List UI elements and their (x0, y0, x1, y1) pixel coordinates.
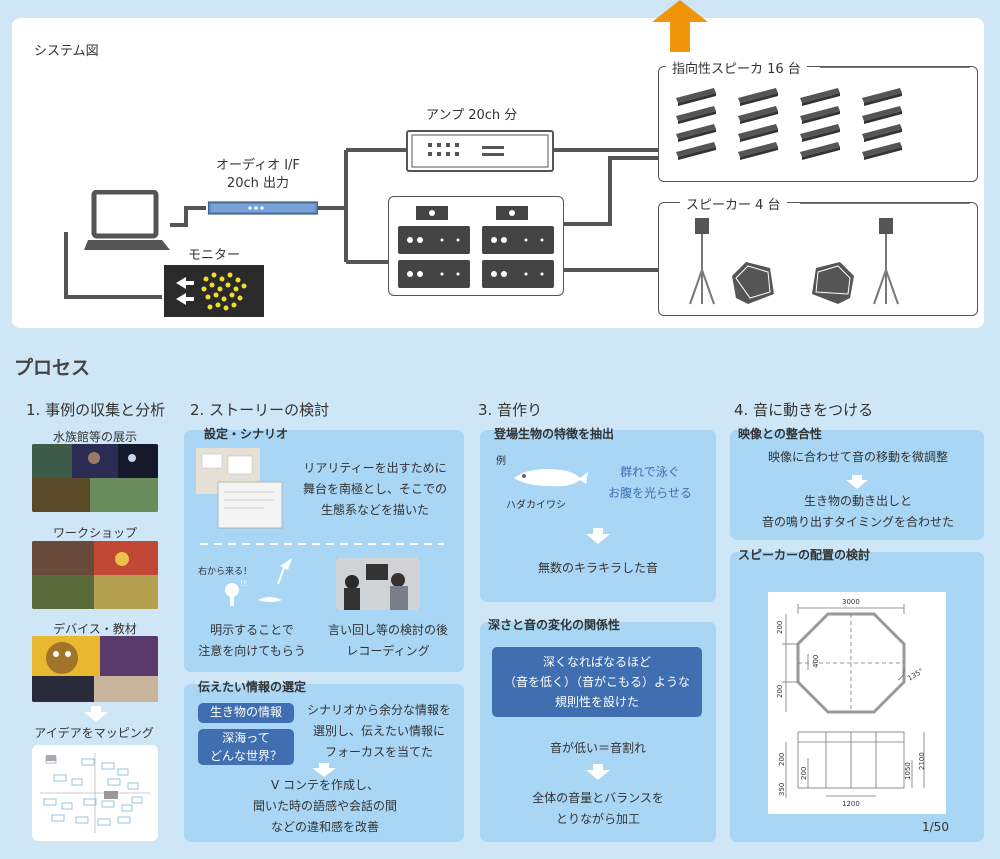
sync-line-1: 映像に合わせて音の移動を微調整 (767, 450, 948, 464)
step4-title: 4. 音に動きをつける (734, 401, 874, 419)
down-arrow-icon-3 (586, 528, 610, 544)
explicit-line-1: 明示することで (210, 623, 294, 637)
sync-card-title: 映像との整合性 (738, 427, 822, 441)
device-photo (32, 636, 158, 702)
fish-name: ハダカイワシ (506, 500, 566, 511)
audio-interface-icon (208, 201, 318, 215)
sync-line-3: 音の鳴り出すタイミングを合わせた (761, 515, 954, 529)
vconte-line-3: などの違和感を改善 (270, 820, 379, 834)
depth-box-line-2: （音を低く）（音がこもる）ような (503, 675, 690, 689)
amp-icon (406, 130, 554, 172)
from-right-label: 右から来る！ (198, 567, 253, 577)
recording-line-2: レコーディング (346, 644, 430, 658)
feature-card-title: 登場生物の特徴を抽出 (494, 427, 615, 441)
scenario-photo (196, 448, 283, 529)
step3-title: 3. 音作り (478, 401, 543, 419)
low-sound-text: 音が低い＝音割れ (549, 741, 646, 755)
down-arrow-icon-2 (312, 763, 336, 777)
scenario-line-3: 生態系などを描いた (320, 503, 429, 517)
process-heading: プロセス (14, 357, 91, 379)
monitor-label: モニター (188, 248, 241, 263)
system-title: システム図 (34, 44, 99, 59)
down-arrow-icon-4 (586, 764, 610, 780)
depth-card-title: 深さと音の変化の関係性 (488, 618, 621, 632)
lanternfish-icon (514, 469, 588, 487)
sync-line-2: 生き物の動き出しと (803, 494, 912, 508)
workshop-photo (32, 541, 158, 609)
feature-card (480, 430, 716, 602)
amp-label: アンプ 20ch 分 (426, 108, 518, 123)
scenario-line-1: リアリティーを出すために (303, 461, 447, 475)
directional-speakers-icon (676, 88, 902, 160)
floor-plan-svg: 3000 200 400 200 135° 200 200 350 1050 2… (776, 598, 926, 808)
svg-text:!!: !! (240, 579, 246, 588)
step2-title: 2. ストーリーの検討 (190, 401, 330, 419)
sparkle-sound-text: 無数のキラキラした音 (537, 561, 658, 575)
dim-left1: 200 (776, 621, 784, 634)
device-label: デバイス・教材 (53, 622, 137, 636)
mapping-label: アイデアをマッピング (34, 726, 154, 740)
mapping-image (32, 745, 158, 841)
directional-speaker-group (658, 66, 978, 182)
audio-if-label-2: 20ch 出力 (226, 176, 289, 191)
dim-b1: 200 (778, 753, 786, 766)
dim-b4: 1050 (904, 762, 912, 780)
balance-line-2: とりながら加工 (555, 812, 640, 826)
speakers-icon (689, 218, 899, 305)
down-arrow-icon-5 (846, 475, 868, 489)
depth-box-line-3: 規則性を設けた (554, 695, 639, 709)
group-title-rule (820, 66, 970, 68)
deep-sea-pill-1: 深海って (222, 731, 270, 745)
step1-title: 1. 事例の収集と分析 (26, 401, 166, 419)
directional-speaker-label: 指向性スピーカ 16 台 (666, 58, 807, 77)
amp-rack-icon (398, 206, 554, 288)
up-arrow-icon (652, 0, 708, 52)
vconte-line-1: V コンテを作成し、 (270, 778, 380, 792)
dim-mid: 400 (812, 655, 820, 668)
speaker-penguin-icon: !! (225, 558, 292, 606)
group-title-rule-2 (800, 202, 970, 204)
audio-if-label-1: オーディオ I/F (216, 158, 300, 173)
info-line-2: 選別し、伝えたい情報に (312, 724, 445, 738)
speaker-label: スピーカー 4 台 (680, 194, 787, 213)
recording-line-1: 言い回し等の検討の後 (327, 623, 448, 637)
scenario-card-title: 設定・シナリオ (204, 427, 289, 441)
down-arrow-icon-1 (84, 706, 108, 722)
dim-b3: 350 (778, 783, 786, 796)
layout-card-title: スピーカーの配置の検討 (738, 548, 871, 562)
aquarium-photo (32, 444, 158, 512)
depth-box-line-1: 深くなればなるほど (542, 655, 651, 669)
feature-line-2: お腹を光らせる (608, 486, 692, 500)
dashed-divider (200, 543, 444, 545)
scenario-line-2: 舞台を南極とし、そこでの (302, 482, 447, 496)
deep-sea-pill-2: どんな世界？ (209, 749, 282, 763)
vconte-line-2: 聞いた時の語感や会話の間 (252, 799, 397, 813)
dim-bottom: 1200 (842, 800, 860, 808)
dim-b2: 200 (800, 767, 808, 780)
balance-line-1: 全体の音量とバランスを (532, 791, 664, 805)
dim-top: 3000 (842, 598, 860, 606)
laptop-icon (84, 190, 170, 250)
info-selection-title: 伝えたい情報の選定 (198, 680, 307, 694)
recording-photo (336, 558, 420, 610)
feature-line-1: 群れで泳ぐ (620, 465, 680, 479)
explicit-line-2: 注意を向けてもらう (198, 644, 306, 658)
wiring-lines (64, 148, 658, 299)
example-label: 例 (496, 456, 506, 467)
workshop-label: ワークショップ (52, 526, 137, 540)
monitor-icon (164, 265, 264, 317)
info-line-1: シナリオから余分な情報を (306, 703, 451, 717)
creature-info-pill: 生き物の情報 (198, 703, 294, 723)
dim-b5: 2100 (918, 752, 926, 770)
dim-left2: 200 (776, 685, 784, 698)
aquarium-label: 水族館等の展示 (52, 430, 137, 444)
page-number: 1/50 (922, 820, 949, 834)
info-line-3: フォーカスを当てた (324, 745, 433, 759)
dim-angle: 135° (906, 667, 925, 682)
